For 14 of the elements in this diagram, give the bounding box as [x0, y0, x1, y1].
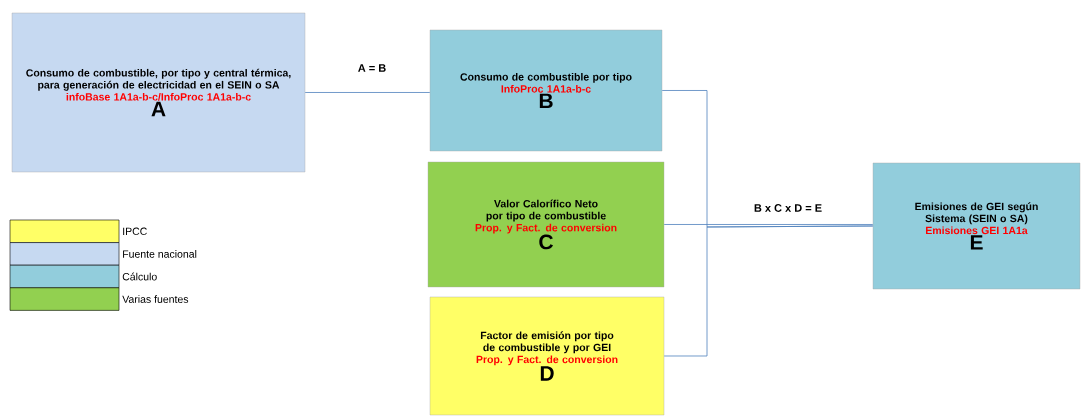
connector-line [663, 224, 874, 225]
legend-label: IPCC [123, 227, 147, 235]
edge-label: B x C x D = E [754, 204, 822, 212]
edge-label: A = B [358, 64, 386, 72]
legend-label: Varias fuentes [122, 295, 189, 303]
legend-label: Fuente nacional [123, 250, 197, 258]
process-box: Consumo de combustible por tipo InfoProc 1A1a-b-c B [429, 29, 663, 152]
process-box: Emisiones de GEI según Sistema (SEIN o SA) Emisiones GEI 1A1a E [872, 162, 1081, 290]
process-box: Consumo de combustible, por tipo y central térmica, para generación de electricidad en el SEIN o SA infoBase 1A1a-b-c/InfoProc 1A1a-b-c A [11, 12, 306, 173]
process-box: Valor Calorífico Neto por tipo de combustible Prop. y Fact. de conversion C [427, 161, 665, 288]
connector-line [304, 92, 431, 93]
process-box: Factor de emisión por tipo de combustible y por GEI Prop. y Fact. de conversion D [429, 296, 665, 416]
legend-label: Cálculo [122, 272, 157, 281]
connector-line [663, 225, 874, 357]
